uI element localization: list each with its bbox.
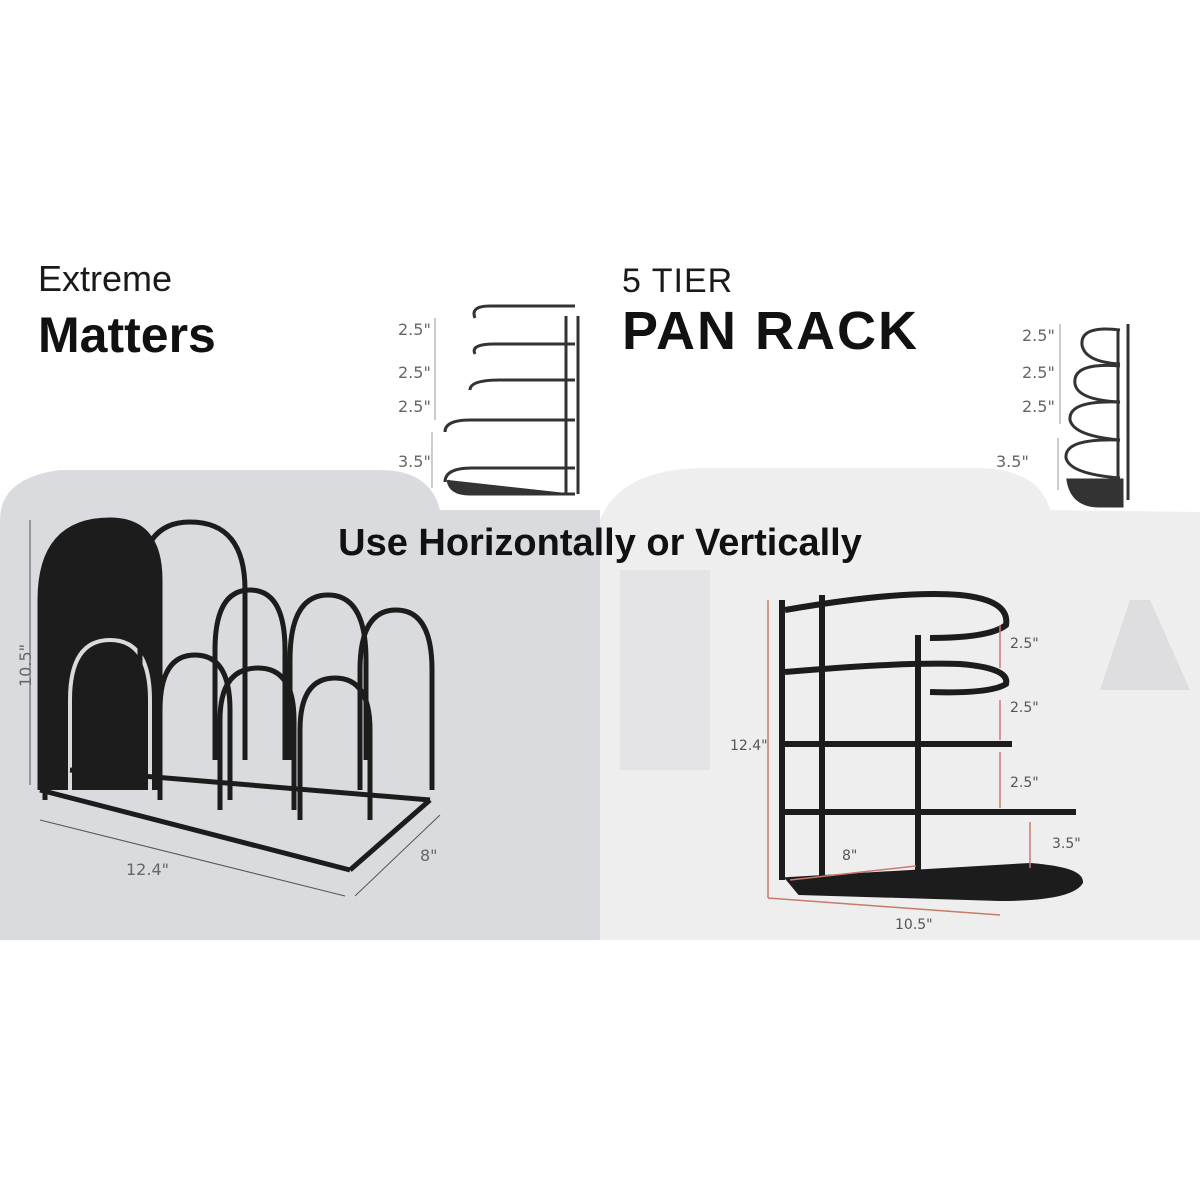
dim-left-2: 2.5" bbox=[398, 363, 431, 382]
length-dimension-line bbox=[39, 819, 346, 897]
vertical-dimension-arrows bbox=[767, 600, 1031, 916]
horizontal-height-label: 10.5" bbox=[15, 644, 35, 687]
horizontal-depth-label: 8" bbox=[420, 846, 438, 865]
dim-left-4: 3.5" bbox=[398, 452, 431, 471]
dim-left-3: 2.5" bbox=[398, 397, 431, 416]
horizontal-rack bbox=[37, 517, 435, 873]
headline-line1: Extreme bbox=[38, 258, 173, 299]
dim-right-4: 3.5" bbox=[996, 452, 1029, 471]
usage-banner: Use Horizontally or Vertically bbox=[338, 522, 862, 564]
product-tier-label: 5 TIER bbox=[622, 262, 734, 300]
dim-right-1: 2.5" bbox=[1022, 326, 1055, 345]
vertical-rack bbox=[779, 591, 1084, 902]
hood-shape bbox=[1100, 600, 1190, 690]
vertical-gap-1: 2.5" bbox=[1010, 636, 1039, 652]
horizontal-length-label: 12.4" bbox=[126, 860, 169, 879]
dim-right-3: 2.5" bbox=[1022, 397, 1055, 416]
product-title: PAN RACK bbox=[622, 301, 919, 361]
vertical-depth-label: 8" bbox=[842, 848, 858, 864]
vertical-gap-2: 2.5" bbox=[1010, 700, 1039, 716]
dim-right-2: 2.5" bbox=[1022, 363, 1055, 382]
headline-line2: Matters bbox=[38, 307, 216, 363]
vertical-gap-3: 2.5" bbox=[1010, 775, 1039, 791]
dim-left-1: 2.5" bbox=[398, 320, 431, 339]
vertical-height-label: 12.4" bbox=[730, 738, 768, 754]
small-rack-diagram-left bbox=[431, 304, 580, 496]
window-shape bbox=[620, 570, 710, 770]
right-panel bbox=[600, 468, 1200, 940]
vertical-width-label: 10.5" bbox=[895, 917, 933, 933]
depth-dimension-line bbox=[354, 814, 441, 897]
small-rack-diagram-right bbox=[1057, 324, 1130, 508]
vertical-gap-4: 3.5" bbox=[1052, 836, 1081, 852]
